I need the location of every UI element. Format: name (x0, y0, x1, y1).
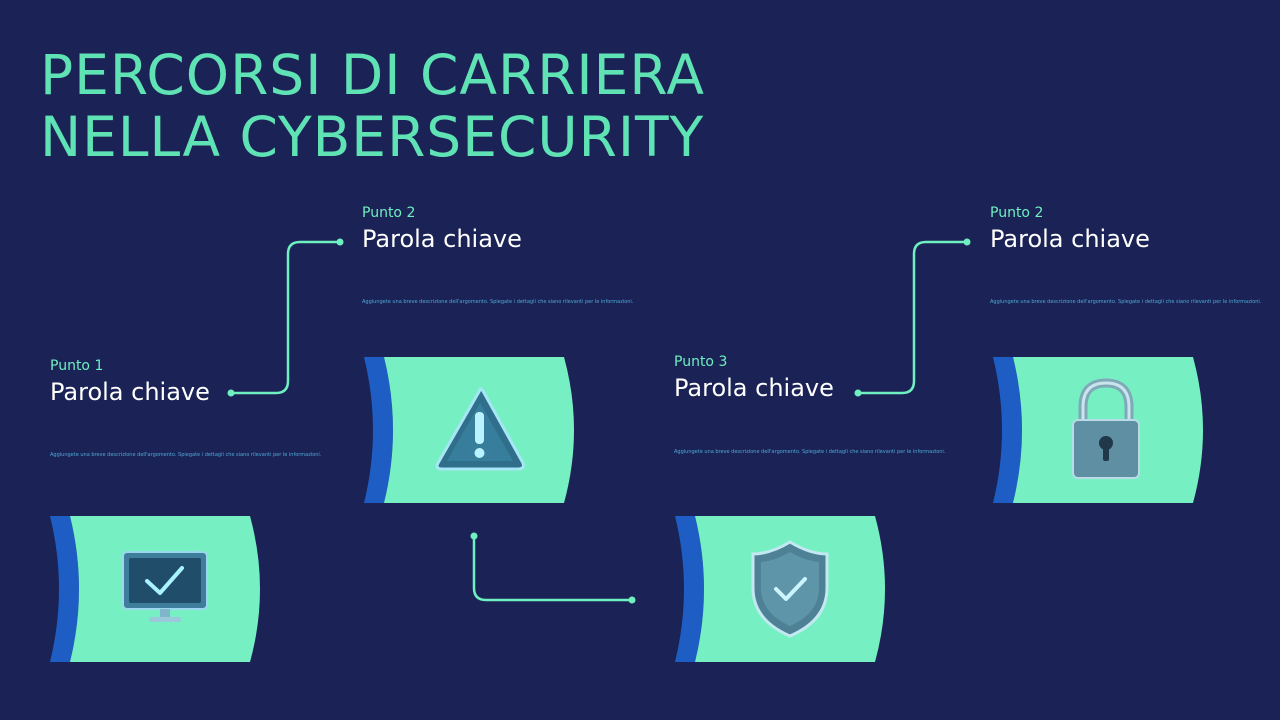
connector-3-4 (858, 240, 967, 395)
title-line-1: PERCORSI DI CARRIERA (40, 43, 706, 107)
connector-2-3 (472, 536, 632, 602)
point-4-label: Punto 2 (990, 205, 1044, 221)
page-title: PERCORSI DI CARRIERA NELLA CYBERSECURITY (40, 44, 705, 168)
card-padlock (993, 357, 1208, 503)
point-1: Punto 1 Parola chiave Aggiungete una bre… (50, 358, 321, 458)
warning-triangle-icon (435, 387, 525, 471)
point-2-description: Aggiungete una breve descrizione dell'ar… (362, 299, 634, 305)
point-3-keyword: Parola chiave (674, 374, 834, 402)
padlock-icon (1072, 378, 1140, 479)
connector-1-2 (231, 240, 340, 395)
card-monitor (50, 516, 265, 662)
monitor-check-icon (122, 551, 208, 622)
point-3-description: Aggiungete una breve descrizione dell'ar… (674, 449, 946, 455)
shield-check-icon (751, 540, 829, 638)
point-2-label: Punto 2 (362, 205, 416, 221)
point-1-description: Aggiungete una breve descrizione dell'ar… (50, 452, 322, 458)
point-2-keyword: Parola chiave (362, 225, 522, 253)
point-4-description: Aggiungete una breve descrizione dell'ar… (990, 299, 1262, 305)
point-1-keyword: Parola chiave (50, 378, 210, 406)
card-shield (675, 516, 890, 662)
point-3-label: Punto 3 (674, 354, 728, 370)
point-3: Punto 3 Parola chiave Aggiungete una bre… (674, 354, 945, 455)
point-4: Punto 2 Parola chiave Aggiungete una bre… (990, 205, 1261, 305)
title-line-2: NELLA CYBERSECURITY (40, 105, 705, 169)
point-2: Punto 2 Parola chiave Aggiungete una bre… (362, 205, 633, 305)
card-warning (364, 357, 579, 503)
point-1-label: Punto 1 (50, 358, 104, 374)
point-4-keyword: Parola chiave (990, 225, 1150, 253)
